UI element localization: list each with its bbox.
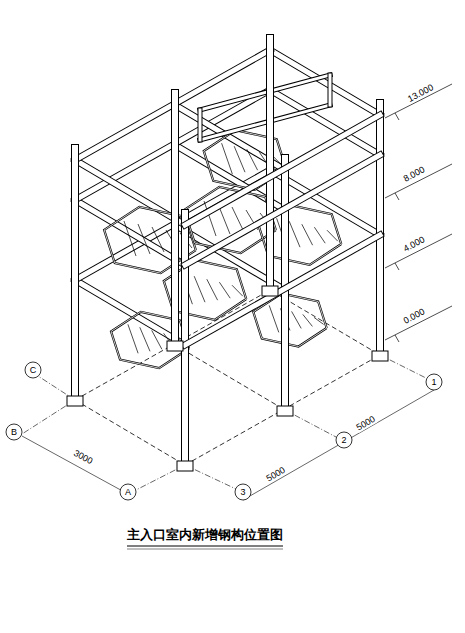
thin-line [247,149,258,170]
thin-line [222,143,233,174]
member-outline [75,160,185,225]
grid-bubble [336,432,352,448]
member-outline [376,103,384,355]
member-fill [75,280,185,345]
member-fill [267,38,273,290]
drawing-title: 主入口室内新增钢构位置图 [127,526,283,544]
thin-line [303,314,313,326]
thin-line [314,317,324,324]
member-fill [75,200,185,265]
thin-line [152,227,164,252]
thin-line [75,400,185,465]
title-underline [127,549,283,550]
thin-line [385,164,452,198]
grid-label: B [11,428,17,437]
grid-label: A [125,488,131,497]
thin-line [395,263,399,270]
thin-line [327,230,338,241]
member-outline [185,115,380,225]
thin-line [269,305,279,332]
thin-line [234,146,245,172]
column-pedestal [262,286,278,296]
thin-line [292,311,302,328]
member-outline [328,75,333,105]
column-pedestal [67,396,83,406]
member-fill [185,115,380,225]
member-outline [171,93,179,345]
thin-line [302,224,313,245]
elevation-mark: 0.000 [401,306,427,325]
thin-line [385,306,452,340]
grid-bubble [426,374,442,390]
thin-line [395,113,399,120]
elevation-mark: 4.000 [401,234,427,253]
member-outline [200,75,330,110]
thin-line [232,207,244,232]
grid-bubble [25,362,41,378]
member-outline [198,110,203,140]
dimension: 3000 [71,448,95,466]
member-fill [200,105,330,140]
grid-label: C [30,366,37,375]
title-underline [127,545,283,546]
member-outline [181,213,189,465]
thin-line [207,279,218,300]
thin-line [124,221,136,256]
member-fill [182,213,188,465]
elevation-mark: 8.000 [401,164,427,183]
thin-line [128,324,138,353]
member-fill [172,93,178,345]
member-outline [266,38,274,290]
elevation-mark: 13.000 [406,82,436,104]
member-fill [329,75,332,105]
grid-bubble [235,484,251,500]
thin-line [194,276,205,302]
member-outline [71,148,79,400]
column-pedestal [277,406,293,416]
thin-line [140,327,150,351]
thin-line [152,330,162,349]
member-outline [200,105,330,140]
grid-label: 1 [431,378,436,387]
thin-line [232,285,243,296]
frame-lines [6,38,452,500]
member-fill [200,75,330,110]
grid-label: 2 [341,436,346,445]
column-pedestal [167,341,183,351]
member-fill [377,103,383,355]
thin-line [175,345,285,410]
grid-bubble [120,484,136,500]
thin-line [395,193,399,200]
grid-bubble [6,424,22,440]
thin-line [219,282,230,298]
thin-line [385,234,452,268]
dimension: 5000 [354,414,378,433]
thin-line [243,390,434,500]
thin-line [22,436,128,494]
thin-line [314,227,325,243]
member-fill [72,148,78,400]
thin-line [395,335,399,342]
dimension: 5000 [264,465,288,484]
member-outline [75,200,185,265]
column-pedestal [177,461,193,471]
thin-line [138,224,150,254]
grid-label: 3 [240,488,245,497]
column-pedestal [372,351,388,361]
member-fill [75,160,185,225]
member-fill [199,110,202,140]
member-outline [75,280,185,345]
thin-line [289,221,300,247]
